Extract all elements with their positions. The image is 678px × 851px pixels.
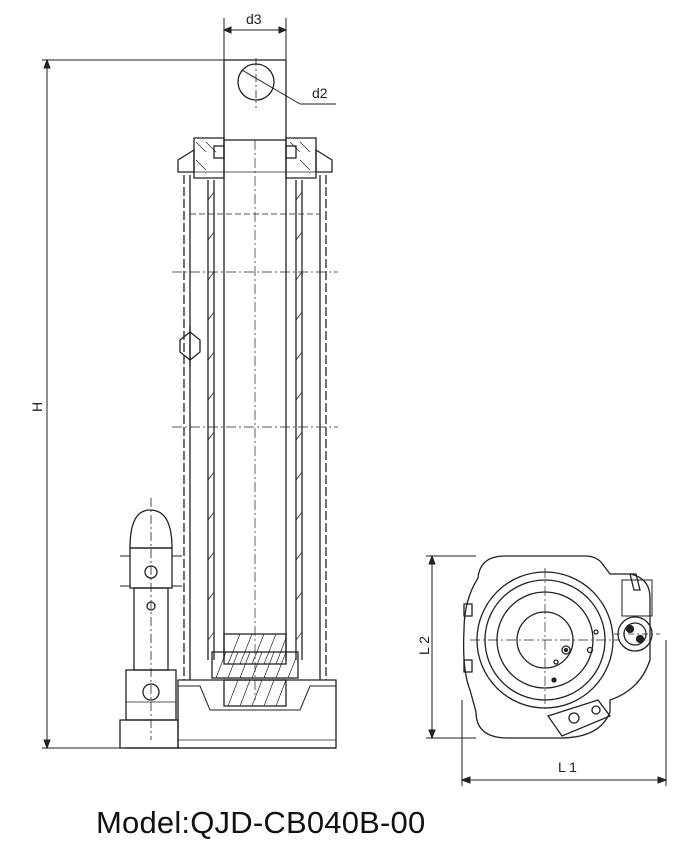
label-l1: L 1 [558, 759, 577, 775]
top-cylinder [470, 568, 620, 712]
inner-cylinder [207, 140, 303, 700]
top-view: L 2 L 1 [416, 554, 668, 786]
label-h: H [29, 402, 45, 412]
dimension-d2 [241, 69, 336, 105]
release-valve [179, 326, 201, 366]
label-d2: d2 [312, 85, 328, 101]
top-pump-head [614, 573, 660, 652]
top-left-lug [463, 603, 473, 673]
label-l2: L 2 [416, 636, 432, 655]
top-release-port [546, 699, 612, 737]
model-caption: Model:QJD-CB040B-00 [96, 805, 426, 840]
dimension-h [42, 58, 224, 750]
base [125, 679, 337, 749]
dimension-l1 [460, 640, 668, 786]
side-view: d3 H d2 [29, 11, 338, 750]
dimension-d3 [222, 18, 288, 60]
dimension-l2 [426, 554, 476, 740]
pump-assembly [119, 498, 182, 749]
label-d3: d3 [246, 11, 262, 27]
reservoir-tube [172, 175, 338, 680]
